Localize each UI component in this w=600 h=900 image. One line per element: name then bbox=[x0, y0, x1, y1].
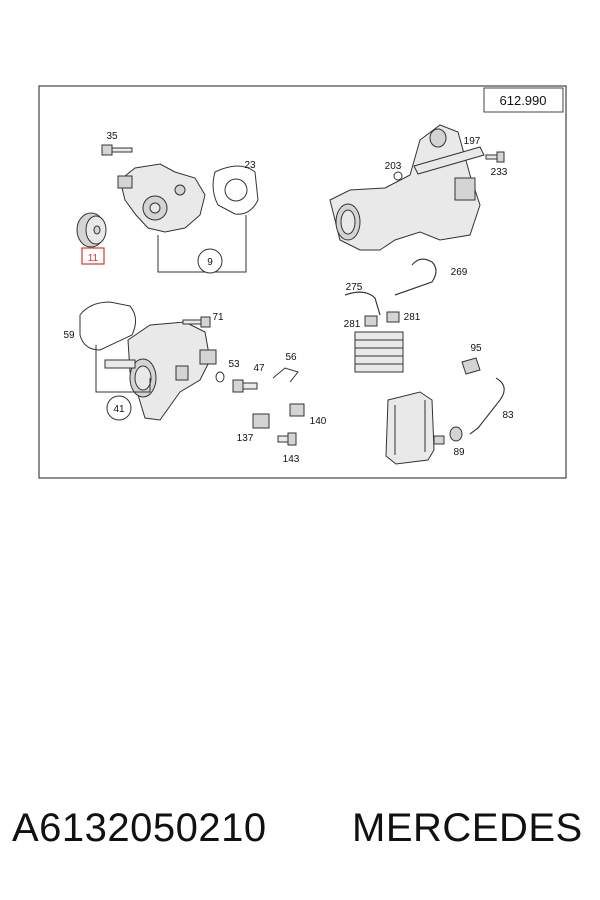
brand-name: MERCEDES bbox=[352, 806, 583, 850]
label-233: 233 bbox=[491, 167, 508, 178]
label-56: 56 bbox=[285, 352, 297, 363]
label-140: 140 bbox=[310, 416, 327, 427]
water-pump-assembly bbox=[76, 144, 259, 273]
label-11-highlight bbox=[81, 247, 105, 265]
label-275: 275 bbox=[346, 282, 363, 293]
label-41: 41 bbox=[113, 404, 125, 415]
reference-code: 612.990 bbox=[500, 93, 547, 108]
footer: A6132050210 MERCEDES bbox=[0, 800, 600, 870]
label-281-left: 281 bbox=[344, 319, 361, 330]
label-9: 9 bbox=[207, 257, 213, 268]
coolant-housing-assembly bbox=[329, 124, 505, 373]
label-281-right: 281 bbox=[404, 312, 421, 323]
label-11: 11 bbox=[88, 253, 99, 264]
label-269: 269 bbox=[451, 267, 468, 278]
label-89: 89 bbox=[453, 447, 465, 458]
reference-code-box bbox=[483, 87, 564, 113]
label-83: 83 bbox=[502, 410, 514, 421]
label-95: 95 bbox=[470, 343, 482, 354]
parts-diagram: 612.990 11 35 23 9 bbox=[38, 85, 567, 479]
part-number: A6132050210 bbox=[12, 806, 267, 850]
label-137: 137 bbox=[237, 433, 254, 444]
label-53: 53 bbox=[228, 359, 240, 370]
heat-exchanger-assembly bbox=[385, 357, 505, 465]
label-23: 23 bbox=[244, 160, 256, 171]
thermostat-assembly bbox=[79, 301, 305, 446]
label-197: 197 bbox=[464, 136, 481, 147]
label-71: 71 bbox=[212, 312, 224, 323]
callout-41 bbox=[106, 395, 132, 421]
label-143: 143 bbox=[283, 454, 300, 465]
label-203: 203 bbox=[385, 161, 402, 172]
label-47: 47 bbox=[253, 363, 265, 374]
label-59: 59 bbox=[63, 330, 75, 341]
label-35: 35 bbox=[106, 131, 118, 142]
callout-9 bbox=[197, 248, 223, 274]
